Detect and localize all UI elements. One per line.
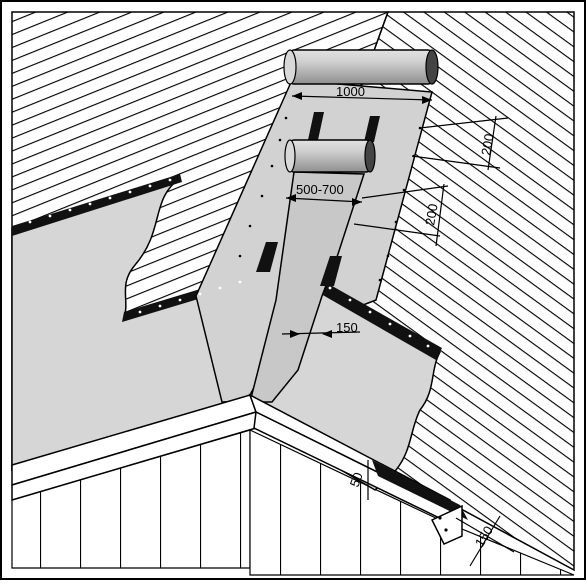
lower-roll	[284, 139, 376, 173]
dim-200-upper: 200	[478, 133, 497, 157]
upper-roll	[283, 49, 439, 85]
dim-200-lower: 200	[422, 203, 441, 227]
dim-150-edge: 150	[336, 320, 358, 335]
dimension-lines	[281, 92, 515, 567]
fastening-clips	[256, 112, 380, 286]
right-sheet-nail-strip	[314, 278, 442, 360]
eave-strip-end	[430, 504, 463, 545]
nail-dots	[28, 178, 430, 348]
dim-1000: 1000	[336, 84, 365, 99]
right-wall-planks	[249, 429, 575, 576]
dim-500-700: 500-700	[296, 182, 344, 197]
left-sheet-nail-strip-upper	[12, 174, 182, 236]
dim-50-eave: 50	[347, 470, 366, 489]
